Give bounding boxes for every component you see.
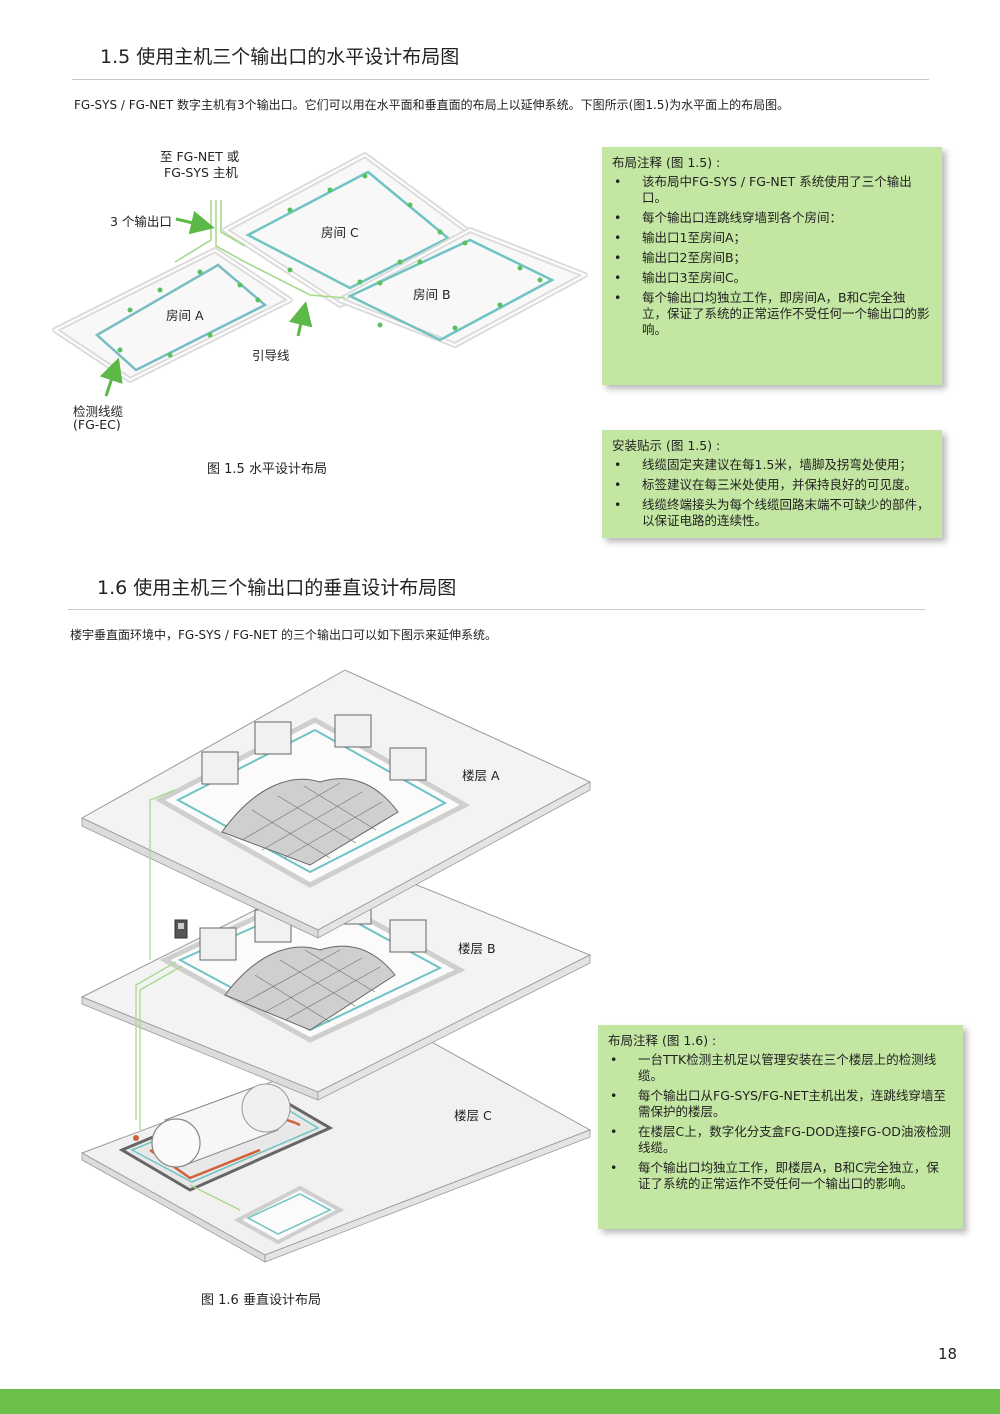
layout-notes-1-5-title: 布局注释 (图 1.5) : [612,155,721,170]
horizontal-layout-diagram [52,152,588,397]
layout-notes-1-5: 布局注释 (图 1.5) : 该布局中FG-SYS / FG-NET 系统使用了… [602,147,942,385]
layout-notes-1-6-title: 布局注释 (图 1.6) : [608,1033,717,1048]
oil-tank [151,1083,291,1168]
section-divider [72,79,929,80]
lead-line-label: 引导线 [252,348,290,363]
list-item: 每个输出口连跳线穿墙到各个房间： [612,210,930,226]
list-item: 标签建议在每三米处使用，并保持良好的可见度。 [612,477,930,493]
floor-b-slab [80,859,592,1101]
list-item: 每个输出口从FG-SYS/FG-NET主机出发，连跳线穿墙至需保护的楼层。 [608,1088,951,1120]
list-item: 每个输出口均独立工作，即房间A，B和C完全独立，保证了系统的正常运作不受任何一个… [612,290,930,338]
list-item: 输出口1至房间A； [612,230,930,246]
cable-clips [117,173,543,358]
outputs-label: 3 个输出口 [110,214,172,229]
floor-b-label: 楼层 B [458,941,496,956]
figure-1-5-caption: 图 1.5 水平设计布局 [207,462,327,477]
section-1-5-intro: FG-SYS / FG-NET 数字主机有3个输出口。它们可以用在水平面和垂直面… [74,98,790,112]
vertical-jumpers [135,789,241,1211]
list-item: 线缆固定夹建议在每1.5米，墙脚及拐弯处使用； [612,457,930,473]
cable-label-line2: (FG-EC) [73,417,121,432]
list-item: 在楼层C上，数字化分支盒FG-DOD连接FG-OD油液检测线缆。 [608,1124,951,1156]
section-1-6-intro: 楼宇垂直面环境中，FG-SYS / FG-NET 的三个输出口可以如下图示来延伸… [70,628,498,642]
list-item: 输出口2至房间B； [612,250,930,266]
cable-label-line1: 检测线缆 [73,404,124,419]
room-b-outline [337,227,588,348]
footer-accent-bar [0,1389,1000,1414]
section-1-5-title: 1.5 使用主机三个输出口的水平设计布局图 [100,46,460,68]
install-tips-1-5: 安装贴示 (图 1.5) : 线缆固定夹建议在每1.5米，墙脚及拐弯处使用； 标… [602,430,942,538]
server-cabinets [201,714,427,785]
list-item: 该布局中FG-SYS / FG-NET 系统使用了三个输出口。 [612,174,930,206]
section-divider [68,609,925,610]
room-b-label: 房间 B [413,287,451,302]
list-item: 每个输出口均独立工作，即楼层A，B和C完全独立，保证了系统的正常运作不受任何一个… [608,1160,951,1192]
room-c-label: 房间 C [321,225,359,240]
floor-a-label: 楼层 A [462,768,500,783]
list-item: 输出口3至房间C。 [612,270,930,286]
room-a-label: 房间 A [166,308,204,323]
callout-arrows [99,210,313,397]
host-label-line1: 至 FG-NET 或 [160,149,240,164]
page-number: 18 [938,1345,958,1363]
install-tips-1-5-title: 安装贴示 (图 1.5) : [612,438,721,453]
list-item: 线缆终端接头为每个线缆回路末端不可缺少的部件，以保证电路的连续性。 [612,497,930,529]
section-1-6-title: 1.6 使用主机三个输出口的垂直设计布局图 [97,577,457,599]
floor-c-label: 楼层 C [454,1108,492,1123]
list-item: 一台TTK检测主机足以管理安装在三个楼层上的检测线缆。 [608,1052,951,1084]
layout-notes-1-6: 布局注释 (图 1.6) : 一台TTK检测主机足以管理安装在三个楼层上的检测线… [598,1025,963,1229]
floor-a-slab [80,669,592,939]
host-unit [174,919,188,939]
figure-1-6-caption: 图 1.6 垂直设计布局 [201,1293,321,1308]
host-label-line2: FG-SYS 主机 [164,165,238,180]
vertical-layout-diagram [80,669,592,1263]
